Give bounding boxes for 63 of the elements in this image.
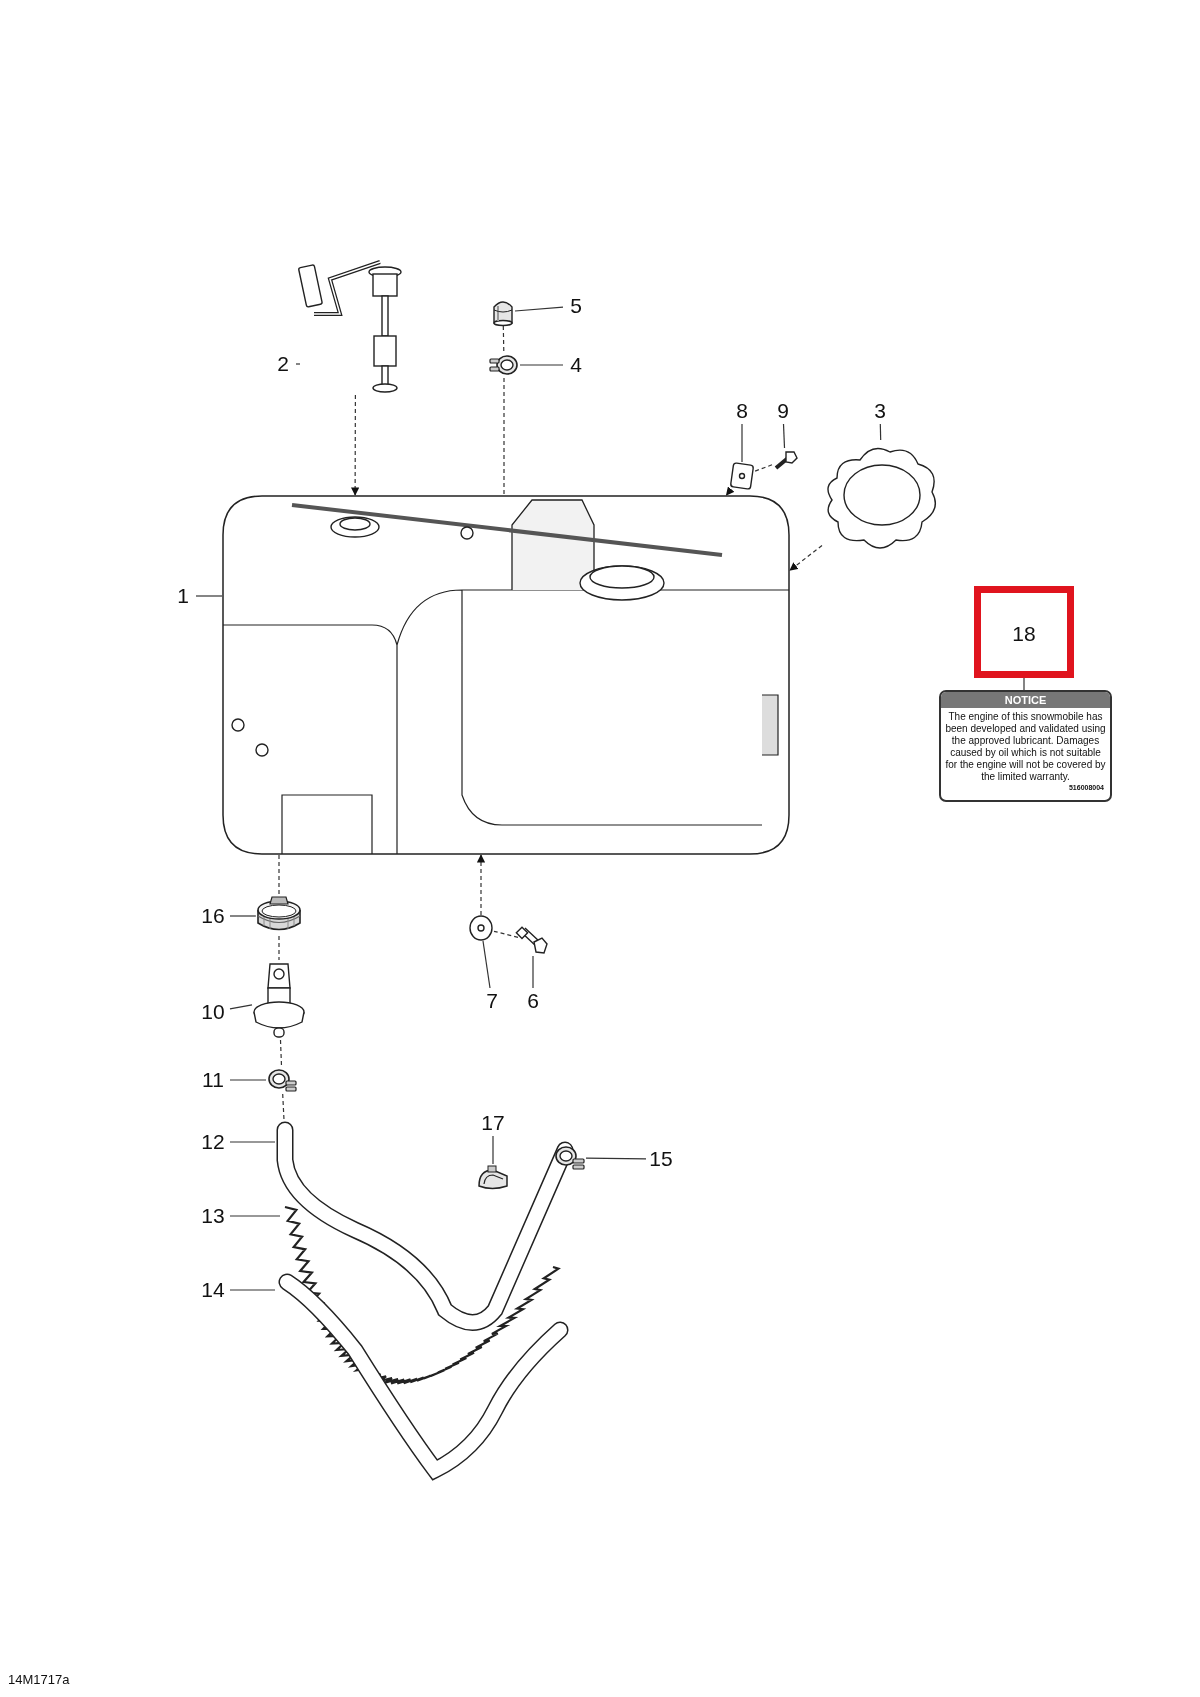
assembly-line [282, 1093, 285, 1121]
callout-number: 12 [196, 1129, 230, 1155]
drawing-number: 14M1717a [8, 1672, 70, 1687]
callout-number: 15 [646, 1146, 676, 1172]
warning-decal [939, 690, 1112, 802]
leader-line [229, 1215, 281, 1217]
callout-number: 5 [563, 293, 589, 319]
clip-drawing [476, 1164, 510, 1192]
callout-number: 7 [479, 988, 505, 1014]
bolt-drawing [518, 926, 548, 956]
leader-line [532, 955, 534, 989]
leader-line [229, 1289, 276, 1291]
callout-number: 2 [270, 351, 296, 377]
callout-number: 3 [867, 398, 893, 424]
hose-clamp-drawing [488, 352, 520, 378]
assembly-line [476, 854, 486, 916]
washer-drawing [468, 915, 494, 941]
callout-number: 14 [196, 1277, 230, 1303]
leader-line [1023, 677, 1025, 691]
assembly-line [503, 377, 505, 496]
callout-number: 10 [196, 999, 230, 1025]
callout-number: 16 [196, 903, 230, 929]
oil-tank-drawing [222, 495, 790, 855]
leader-line [482, 940, 491, 989]
leader-line [229, 1004, 253, 1010]
callout-number: 17 [476, 1110, 510, 1136]
leader-line [879, 423, 882, 441]
screw-drawing [772, 448, 798, 472]
assembly-line [279, 1039, 283, 1067]
assembly-line [753, 464, 773, 473]
callout-number: 13 [196, 1203, 230, 1229]
assembly-line [278, 854, 280, 897]
assembly-line [493, 930, 519, 938]
decal-text: The engine of this snowmobile has been developed and validated using the approved lubricant. Damages caused by oil which is not suitable for the engine will not be covered by the limited warranty. [945, 711, 1106, 783]
leader-line [782, 423, 786, 449]
callout-number: 8 [729, 398, 755, 424]
assembly-line [725, 486, 735, 496]
leader-line [492, 1135, 494, 1165]
callout-number: 11 [196, 1067, 230, 1093]
leader-line [229, 915, 257, 917]
decal-heading: NOTICE [941, 692, 1110, 708]
leader-line [295, 363, 301, 365]
assembly-line [350, 394, 360, 496]
assembly-line [278, 935, 280, 961]
clip-drawing [730, 462, 754, 490]
callout-number: 9 [770, 398, 796, 424]
leader-line [741, 423, 743, 463]
valve-fitting-drawing [252, 960, 306, 1040]
callout-number: 4 [563, 352, 589, 378]
assembly-line [502, 325, 505, 353]
leader-line [585, 1157, 647, 1160]
hose-clamp-drawing [266, 1066, 298, 1094]
leader-line [229, 1079, 267, 1081]
leader-line [519, 364, 564, 366]
assembly-line [789, 544, 823, 571]
callout-number: 6 [520, 988, 546, 1014]
leader-line [229, 1141, 276, 1143]
hose-clamp-drawing [554, 1144, 586, 1172]
callout-number: 1 [170, 583, 196, 609]
leader-line [195, 595, 223, 597]
leader-line [514, 306, 564, 312]
highlighted-callout: 18 [974, 586, 1074, 678]
cap-drawing [491, 298, 515, 326]
